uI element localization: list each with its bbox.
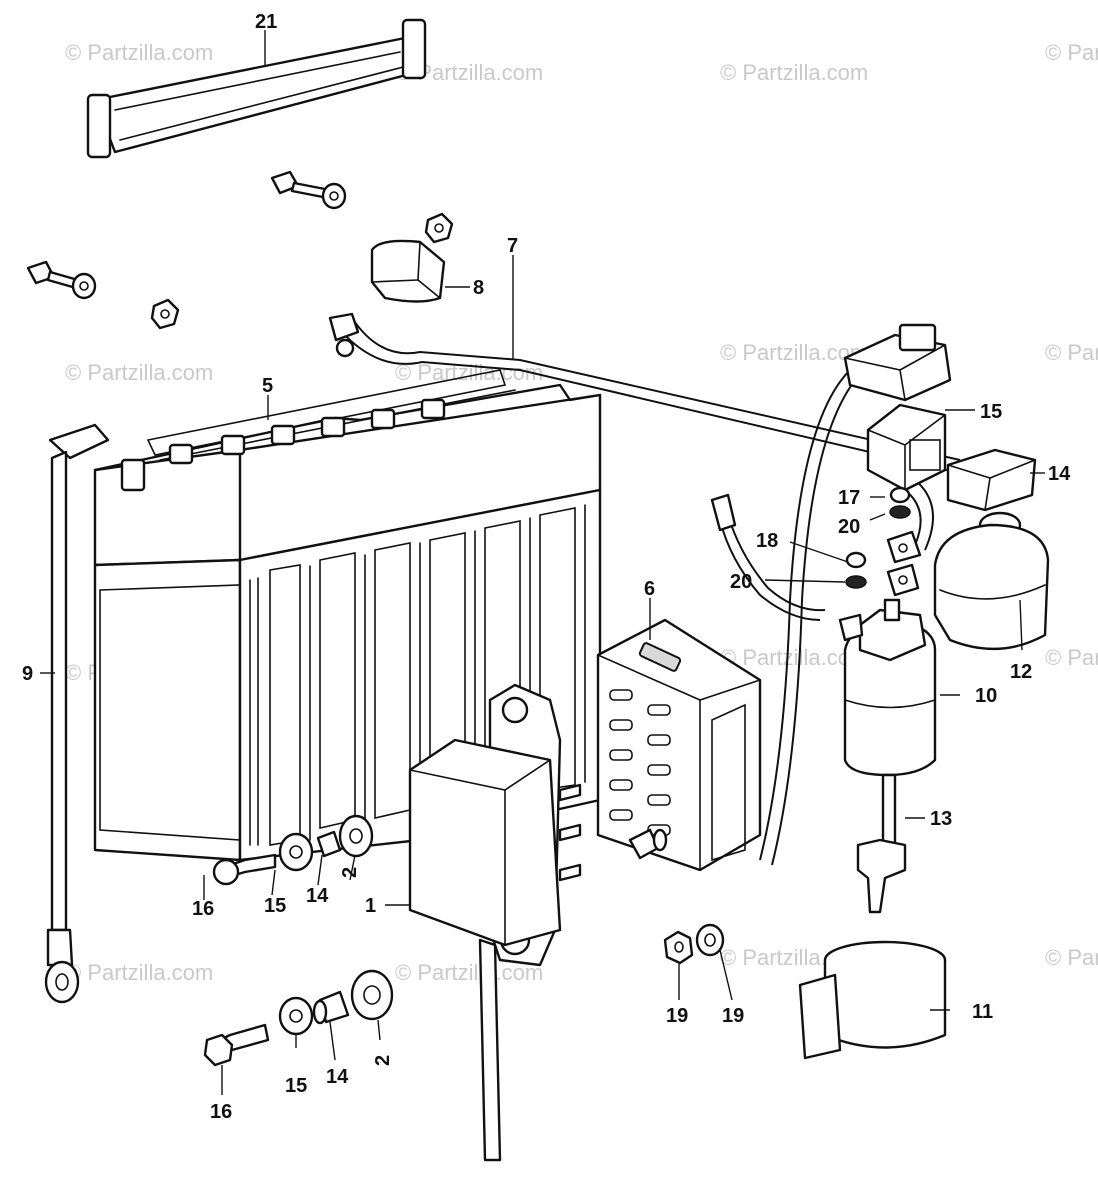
watermarks: © Partzilla.com © Partzilla.com © Partzi… <box>65 40 1098 985</box>
nut-18 <box>663 930 694 965</box>
wire-harness <box>328 312 961 473</box>
rectifier <box>596 618 762 872</box>
nut-left <box>150 298 180 330</box>
callout-label: 12 <box>1010 661 1032 683</box>
callout-label: 20 <box>730 571 752 593</box>
watermark: © Partzilla.com <box>720 645 868 670</box>
watermark: © Partzilla.com <box>1045 945 1098 970</box>
watermark: © Partzilla.com <box>720 60 868 85</box>
relay-washers <box>845 486 922 597</box>
callout-label: 18 <box>756 530 778 552</box>
bolt-left <box>26 260 97 300</box>
watermark: © Partzilla.com <box>395 360 543 385</box>
loose-hardware <box>203 969 394 1067</box>
callout-label: 14 <box>326 1066 349 1088</box>
relay-band <box>798 940 947 1060</box>
watermark: © Partzilla.com <box>1045 340 1098 365</box>
callout-label: 5 <box>262 375 273 397</box>
callout-label: 21 <box>255 11 277 33</box>
callout-label: 17 <box>838 487 860 509</box>
watermark: © Partzilla.com <box>720 340 868 365</box>
watermark: © Partzilla.com <box>65 40 213 65</box>
bolt-top <box>270 170 347 210</box>
nut-top <box>424 212 454 244</box>
watermark: © Partzilla.com <box>65 960 213 985</box>
starter-relay <box>838 598 937 914</box>
coupler <box>843 323 952 402</box>
callout-label: 2 <box>372 1055 394 1066</box>
callout-label: 8 <box>473 277 484 299</box>
relay-wiring <box>710 369 934 866</box>
washer-19 <box>695 923 725 957</box>
callout-label: 15 <box>285 1075 307 1097</box>
watermark: © Partzilla.com <box>65 360 213 385</box>
callout-label: 6 <box>644 578 655 600</box>
callout-label: 1 <box>365 895 376 917</box>
callout-label: 19 <box>722 1005 744 1027</box>
fuse-cap <box>946 448 1037 512</box>
watermark: © Partzilla.com <box>1045 40 1098 65</box>
battery-strap <box>86 18 427 159</box>
relay-cover <box>933 511 1050 651</box>
callout-label: 7 <box>507 235 518 257</box>
callout-label: 16 <box>210 1101 232 1123</box>
terminal-cover <box>370 239 446 303</box>
callout-label: 19 <box>666 1005 688 1027</box>
callout-label: 14 <box>306 885 329 907</box>
callout-label: 14 <box>1048 463 1071 485</box>
callout-label: 20 <box>838 516 860 538</box>
ground-cable <box>44 423 110 1004</box>
callout-label: 2 <box>339 867 361 878</box>
callout-label: 10 <box>975 685 997 707</box>
watermark: © Partzilla.com <box>395 960 543 985</box>
callout-label: 16 <box>192 898 214 920</box>
callout-labels: 21 5 7 8 9 6 1 16 15 14 2 10 11 13 12 15… <box>22 11 1071 1027</box>
regulator <box>408 683 582 1162</box>
battery-mount-hardware <box>212 814 374 886</box>
callout-label: 11 <box>972 1001 993 1023</box>
callout-label: 15 <box>264 895 286 917</box>
leader-lines <box>40 30 1045 1095</box>
callout-label: 13 <box>930 808 952 830</box>
coupler-cover <box>866 403 947 492</box>
callout-label: 15 <box>980 401 1002 423</box>
watermark: © Partzilla.com <box>1045 645 1098 670</box>
callout-label: 9 <box>22 663 33 685</box>
